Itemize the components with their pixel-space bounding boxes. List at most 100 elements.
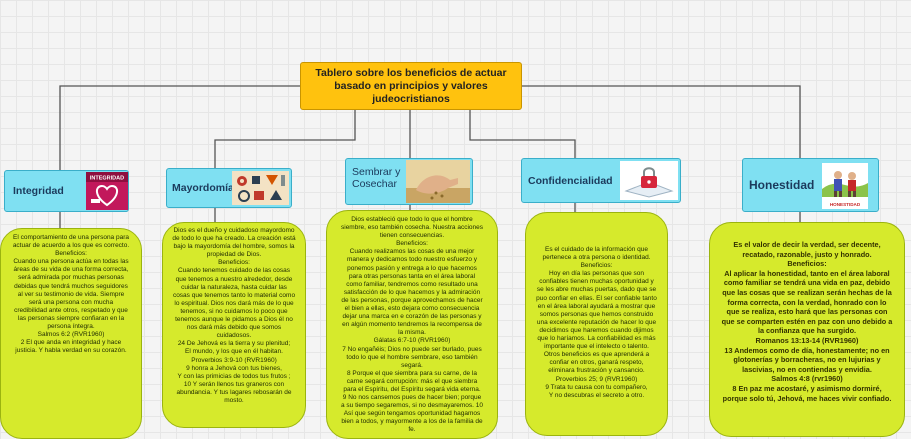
note-text-line: Es el valor de decir la verdad, ser dece…: [733, 240, 881, 249]
note-text-line: pertenece a otra persona o identidad.: [542, 254, 651, 262]
note-sembrar-cosechar[interactable]: Dios estableció que todo lo que el hombr…: [326, 210, 498, 439]
connector-root-honestidad: [522, 85, 801, 158]
note-text-line: forma correcta, con la verdad, honrado c…: [727, 297, 887, 307]
note-text-line: Cuando realizamos las cosas de una mejor: [349, 248, 475, 256]
note-text-line: en el área laboral ayudará a mostrar que: [537, 302, 656, 310]
note-text-line: 2 El que anda en integridad y hace: [20, 339, 122, 347]
note-text-line: la misma.: [398, 329, 426, 337]
note-text-line: para otras personas tanta en el área lab…: [348, 272, 476, 280]
note-text-line: Es el cuidado de la información que: [545, 246, 648, 253]
note-text-line: confiar en otros, ganará respeto,: [549, 359, 644, 367]
topic-title: Sembrar y: [352, 166, 401, 178]
root-title-line: basado en principios y valores: [334, 79, 488, 92]
honesty-people-icon: HONESTIDAD: [822, 163, 868, 209]
note-text-line: 9 honra a Jehová con tus bienes,: [186, 364, 282, 372]
sowing-hand-icon: [406, 160, 470, 203]
note-text-line: 9 Trata tu causa con tu compañero,: [545, 383, 648, 391]
note-text-line: Beneficios:: [580, 262, 613, 270]
note-text-line: se les abre muchas puertas, dado que se: [536, 286, 657, 294]
note-text-line: somos personas que hemos construido: [539, 310, 654, 318]
root-title-line: judeocristianos: [372, 92, 450, 105]
note-text-line: Y no descubras el secreto a otro.: [548, 391, 645, 399]
note-text-line: dejar una marca en e corazón de las pers…: [342, 313, 482, 321]
note-text-line: Salmos 4:8 (rvr1960): [771, 374, 843, 384]
topic-title: Honestidad: [749, 178, 815, 192]
note-text-line: 24 De Jehová es la tierra y su plenitud;: [177, 340, 291, 348]
note-text-line: las personas siempre confiaran en la: [17, 314, 125, 322]
note-text-line: Así que según tengamos oportunidad hagam…: [343, 410, 481, 418]
note-text-line: Cuando una persona actúa en todas las: [13, 258, 129, 266]
note-text-line: bajo la mayordomía del hombre, somos la: [173, 243, 295, 251]
note-text-line: para el Espíritu, del Espíritu segará vi…: [343, 385, 481, 393]
note-text-line: de todo lo que ha creado. La creación es…: [172, 235, 296, 243]
note-text-line: que se realiza, esto hará que las person…: [726, 307, 888, 317]
note-text-line: 8 Porque el que siembra para su carne, d…: [346, 369, 478, 377]
note-honestidad[interactable]: Es el valor de decir la verdad, ser dece…: [709, 222, 905, 437]
note-text-line: 13 Andemos como de día, honestamente; no…: [724, 345, 890, 355]
note-text-line: Dios es el dueño y cuidadoso mayordomo: [173, 227, 295, 234]
topic-title: Integridad: [13, 185, 64, 197]
topic-title: Confidencialidad: [528, 174, 613, 187]
note-text-line: importante que el intelecto o talento.: [544, 343, 649, 351]
note-text-line: nos dará más debido que somos: [186, 324, 282, 332]
note-text-line: abundancia. Y tus lagares rebosarán de: [176, 388, 292, 396]
note-text-line: Salmos 6:2 (RVR1960): [37, 331, 105, 339]
root-title-line: Tablero sobre los beneficios de actuar: [315, 66, 507, 79]
note-text-line: todo lo que el hombre sembrare, eso tamb…: [346, 353, 478, 361]
note-text-line: manera y dedicamos todo nuestro esfuerzo…: [346, 256, 478, 264]
note-text-line: la confianza que ha surgido.: [757, 326, 857, 336]
note-text-line: que las cosas que se realizan serán hech…: [722, 287, 892, 297]
note-text-line: que lo haríamos. La confiabilidad es más: [537, 335, 656, 343]
note-text-line: 8 En paz me acostaré, y asimismo dormiré…: [732, 383, 882, 393]
note-text-line: cosas que tenemos tanto lo material como: [172, 291, 296, 299]
connector-root-confidencialidad: [469, 110, 576, 158]
note-text-line: glotonerías y borracheras, no en lujuria…: [733, 355, 881, 365]
note-text-line: Gálatas 6:7-10 (RVR1960): [373, 337, 451, 345]
note-text-line: cuidadosos.: [216, 332, 252, 340]
note-text-line: justicia. Y habla verdad en su corazón.: [15, 347, 127, 355]
note-text-line: Beneficios:: [787, 259, 827, 269]
note-text-line: que se comparten estén en paz con uno de…: [721, 316, 893, 326]
note-text-line: Beneficios:: [218, 259, 250, 267]
integrity-heart-icon: INTEGRIDAD: [86, 172, 128, 210]
note-text-line: satisfacción de lo que hacemos y la admi…: [343, 288, 481, 296]
note-text-line: como familiar, tendremos como resultado …: [346, 280, 478, 288]
stewardship-tools-icon: [232, 171, 289, 205]
note-text-line: decidimos que haremos cuando dijimos: [539, 326, 654, 334]
note-text-line: eliminara frustración y cansancio.: [548, 367, 645, 375]
note-text-line: Cuando tenemos cuidado de las cosas: [177, 267, 291, 275]
note-text-line: El mundo, y los que en él habitan.: [185, 348, 283, 356]
note-text-line: siembre, eso también cosecha. Nuestra ac…: [341, 224, 483, 232]
note-text-line: será una persona con mucha: [28, 298, 114, 306]
note-text-line: Hoy en día las personas que son: [548, 270, 645, 278]
image-caption: INTEGRIDAD: [90, 176, 124, 182]
root-topic[interactable]: Tablero sobre los beneficios de actuar b…: [300, 62, 522, 110]
note-text-line: recatado, razonable, justo y honrado.: [742, 249, 872, 259]
note-text-line: bien a todos, y mayormente a los de la f…: [341, 418, 483, 426]
note-text-line: Beneficios:: [396, 240, 428, 248]
note-text-line: confiables tienen muchas oportunidad y: [539, 278, 654, 286]
topic-title: Mayordomía: [172, 182, 234, 194]
note-text-line: será admirada por muchas personas: [18, 274, 124, 282]
note-text-line: Otros beneficios es que aprenderá a: [543, 351, 650, 359]
note-text-line: mosto.: [224, 396, 244, 404]
note-text-line: tienen consecuencias.: [379, 232, 445, 240]
note-text-line: Dios estableció que todo lo que el hombr…: [351, 216, 473, 223]
note-text-line: Proverbios 25; 9 (RVR1960): [555, 375, 638, 383]
note-text-line: áreas de su vida de una forma correcta,: [13, 266, 129, 274]
note-text-line: Beneficios:: [55, 250, 87, 258]
note-text-line: persona íntegra.: [47, 323, 95, 331]
note-text-line: el bien a ellas, esto dejara como consec…: [344, 305, 480, 313]
note-text-line: a su tiempo segaremos, si no desmayaremo…: [341, 402, 483, 410]
note-text-line: fe.: [408, 426, 416, 434]
note-text-line: Al aplicar la honestidad, tanto en el ár…: [724, 268, 890, 278]
note-text-line: en algún momento tendremos la recompensa…: [342, 321, 482, 329]
connector-root-mayordomia: [214, 110, 356, 168]
image-caption: HONESTIDAD: [830, 202, 861, 207]
lock-icon: [620, 161, 678, 200]
note-text-line: lascivias, no en contiendas y envidia.: [742, 364, 872, 374]
